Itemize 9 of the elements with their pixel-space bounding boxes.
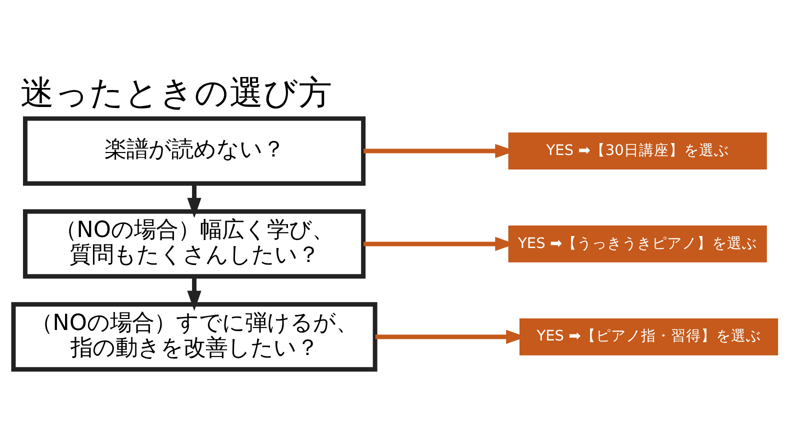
- node-box: （NOの場合）幅広く学び、質問もたくさんしたい？: [22, 208, 366, 278]
- arrow: [186, 183, 201, 218]
- node-box: YES ➡【30日講座】を選ぶ: [508, 132, 766, 169]
- node-box: YES ➡【うっきうきピアノ】を選ぶ: [508, 224, 766, 262]
- node-box: YES ➡【ピアノ指・習得】を選ぶ: [518, 318, 778, 355]
- node-box: 楽譜が読めない？: [22, 116, 366, 186]
- diagram-title: 迷ったときの選び方: [20, 72, 332, 112]
- arrow: [186, 276, 201, 310]
- node-box: （NOの場合）すでに弾けるが、指の動きを改善したい？: [10, 302, 377, 372]
